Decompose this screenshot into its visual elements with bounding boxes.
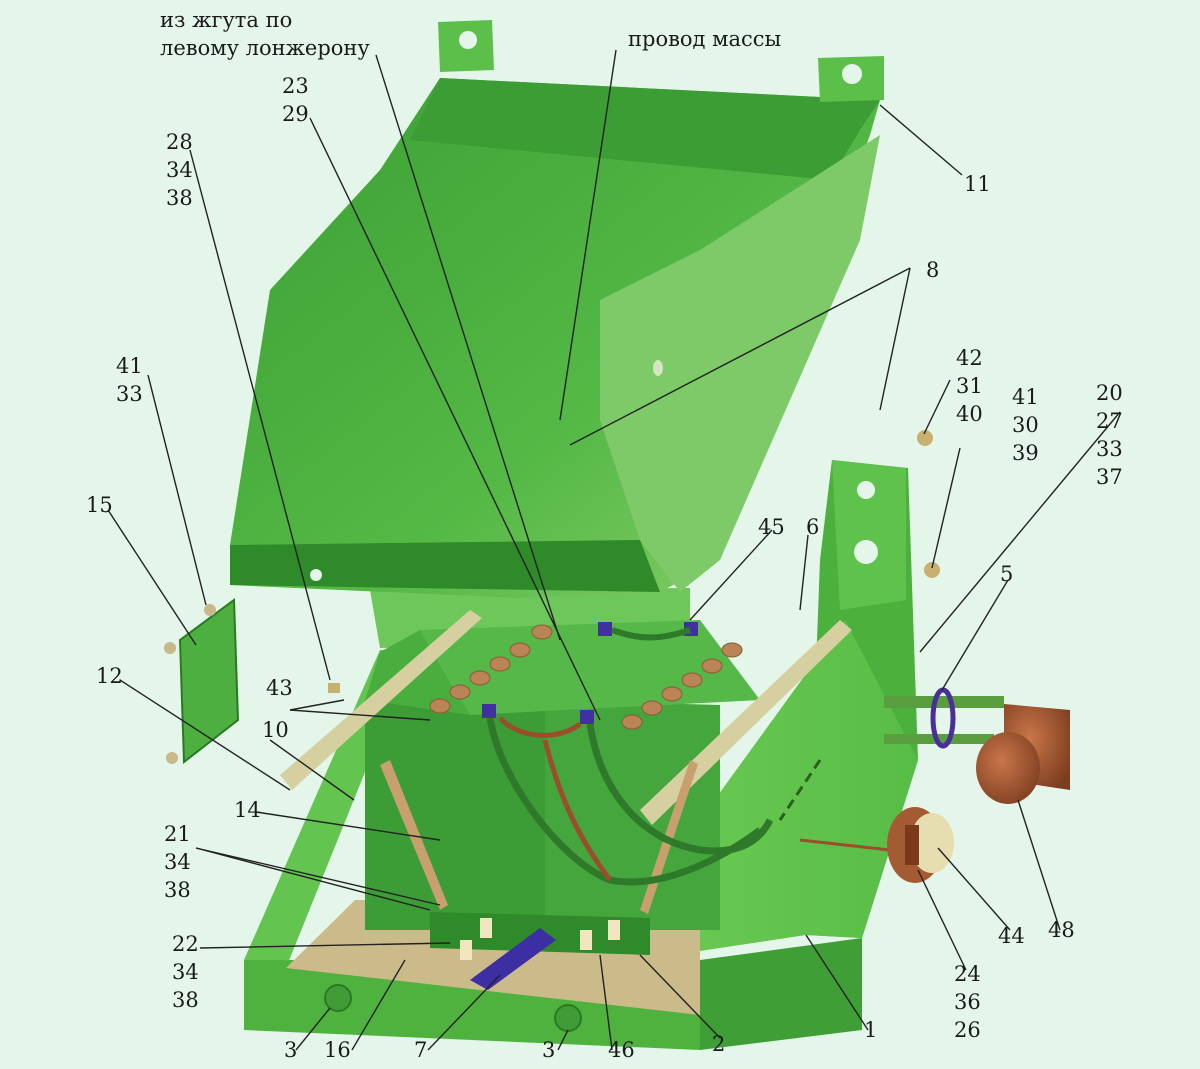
battery-switch (884, 687, 1070, 804)
disconnect-switch (887, 807, 954, 883)
label-46: 46 (608, 1038, 635, 1062)
caption-wiring-line2: левому лонжерону (160, 36, 370, 60)
caption-wiring-line1: из жгута по (160, 8, 293, 32)
label-38b: 38 (164, 878, 191, 902)
label-33b: 33 (116, 382, 143, 406)
label-6: 6 (806, 515, 820, 539)
label-20: 20 (1096, 381, 1123, 405)
caption-wiring-harness: из жгута по левому лонжерону (160, 6, 370, 62)
label-43: 43 (266, 676, 293, 700)
label-37: 37 (1096, 465, 1123, 489)
label-38c: 38 (172, 988, 199, 1012)
label-21: 21 (164, 822, 191, 846)
label-29: 29 (282, 102, 309, 126)
label-41a: 41 (1012, 385, 1039, 409)
label-3-right: 3 (542, 1038, 556, 1062)
label-28-34-38: 28 34 38 (166, 128, 193, 212)
label-42-31-40: 42 31 40 (956, 344, 983, 428)
label-20-27-33-37: 20 27 33 37 (1096, 379, 1123, 491)
label-7: 7 (414, 1038, 428, 1062)
label-22-34-38: 22 34 38 (172, 930, 199, 1014)
label-38a: 38 (166, 186, 193, 210)
label-15: 15 (86, 493, 113, 517)
label-34a: 34 (166, 158, 193, 182)
label-24-36-26: 24 36 26 (954, 960, 981, 1044)
label-22: 22 (172, 932, 199, 956)
label-42: 42 (956, 346, 983, 370)
fastener-43 (328, 683, 340, 693)
caption-ground-wire: провод массы (628, 27, 782, 51)
label-23-29: 23 29 (282, 72, 309, 128)
front-bolt-left (324, 984, 352, 1012)
label-3-left: 3 (284, 1038, 298, 1062)
label-11: 11 (964, 172, 991, 196)
label-24: 24 (954, 962, 981, 986)
label-48: 48 (1048, 918, 1075, 942)
label-34b: 34 (164, 850, 191, 874)
cover-plate (164, 598, 240, 764)
label-34c: 34 (172, 960, 199, 984)
cables (486, 627, 891, 886)
label-30: 30 (1012, 413, 1039, 437)
fastener-42 (917, 430, 933, 446)
label-39: 39 (1012, 441, 1039, 465)
label-36: 36 (954, 990, 981, 1014)
label-21-34-38: 21 34 38 (164, 820, 191, 904)
label-44: 44 (998, 924, 1025, 948)
label-14: 14 (234, 798, 261, 822)
label-27: 27 (1096, 409, 1123, 433)
label-45: 45 (758, 515, 785, 539)
leader-lines (107, 49, 1121, 1051)
label-41-33: 41 33 (116, 352, 143, 408)
label-41b: 41 (116, 354, 143, 378)
label-23: 23 (282, 74, 309, 98)
label-8: 8 (926, 258, 940, 282)
battery-box-lid (230, 20, 884, 598)
front-bolt-right (554, 1004, 582, 1032)
label-41-30-39: 41 30 39 (1012, 383, 1039, 467)
label-31: 31 (956, 374, 983, 398)
label-10: 10 (262, 718, 289, 742)
label-40: 40 (956, 402, 983, 426)
retaining-bars (280, 610, 852, 914)
fastener-41 (924, 562, 940, 578)
label-12: 12 (96, 664, 123, 688)
label-28: 28 (166, 130, 193, 154)
label-16: 16 (324, 1038, 351, 1062)
label-26: 26 (954, 1018, 981, 1042)
label-2: 2 (712, 1032, 726, 1056)
terminal-clamp (430, 912, 650, 990)
label-5: 5 (1000, 562, 1014, 586)
label-33a: 33 (1096, 437, 1123, 461)
label-1: 1 (864, 1018, 878, 1042)
